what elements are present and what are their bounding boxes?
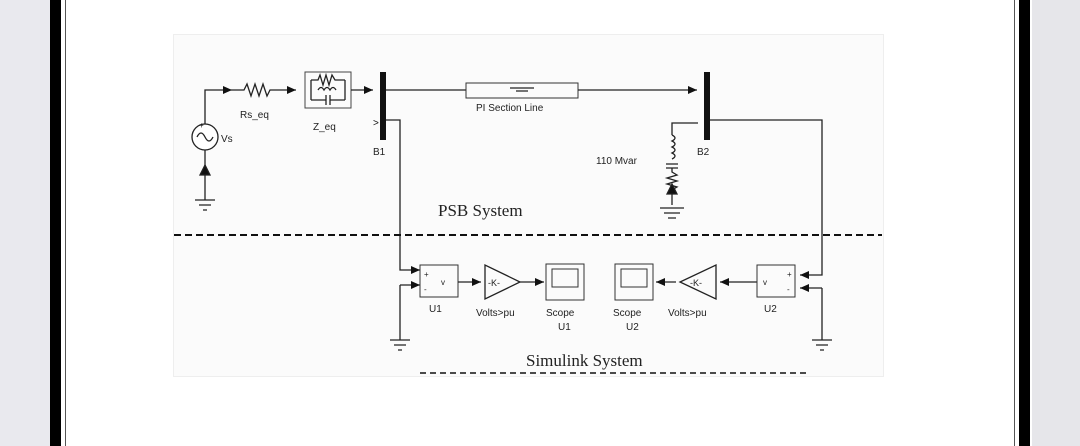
label-b2: B2 [697, 147, 710, 158]
label-b1: B1 [373, 147, 386, 158]
label-scope2-line1: Scope [613, 308, 642, 319]
label-vs: Vs [221, 134, 233, 145]
svg-text:-: - [787, 285, 790, 294]
bus-b2 [704, 72, 710, 140]
bus-b1 [380, 72, 386, 140]
left-border-line [65, 0, 66, 446]
svg-text:+: + [787, 270, 792, 279]
label-rs-eq: Rs_eq [240, 110, 269, 121]
label-load: 110 Mvar [596, 156, 638, 167]
right-border-bar [1019, 0, 1030, 446]
diagram-canvas [173, 34, 884, 377]
ground-icon [195, 199, 832, 351]
label-u1: U1 [429, 304, 442, 315]
svg-text:+: + [424, 270, 429, 279]
svg-text:>: > [373, 118, 379, 129]
label-psb-system: PSB System [438, 201, 523, 220]
label-scope2-line2: U2 [626, 322, 639, 333]
label-gain2: Volts>pu [668, 308, 707, 319]
label-simulink-system: Simulink System [526, 351, 643, 370]
svg-text:+: + [199, 121, 204, 130]
label-z-eq: Z_eq [313, 122, 336, 133]
right-border-line [1014, 0, 1015, 446]
right-margin [1032, 0, 1080, 446]
label-u2: U2 [764, 304, 777, 315]
label-gain1: Volts>pu [476, 308, 515, 319]
label-pi-section-line: PI Section Line [476, 103, 544, 114]
left-border-bar [50, 0, 61, 446]
svg-text:-: - [424, 285, 427, 294]
left-margin [0, 0, 50, 446]
gain2-symbol: -K- [690, 278, 702, 288]
svg-text:v: v [763, 278, 767, 287]
label-scope1-line2: U1 [558, 322, 571, 333]
svg-text:>: > [705, 83, 710, 93]
svg-text:v: v [441, 278, 445, 287]
label-scope1-line1: Scope [546, 308, 575, 319]
gain1-symbol: -K- [488, 278, 500, 288]
